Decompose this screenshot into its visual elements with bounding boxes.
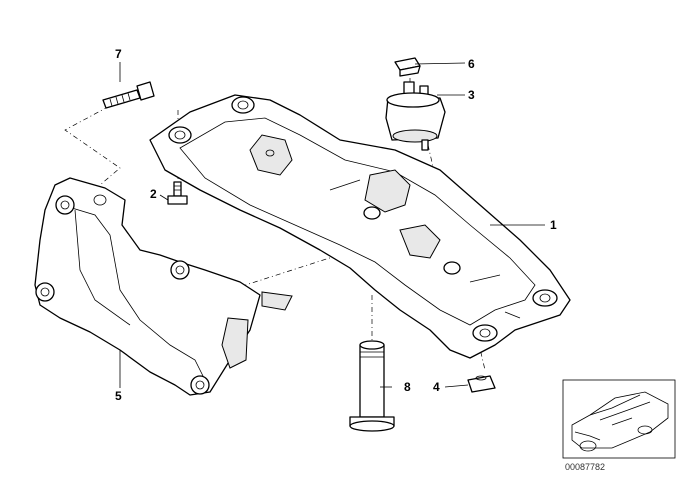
callout-2: 2: [150, 187, 157, 201]
reference-number: 00087782: [565, 462, 605, 472]
callout-6: 6: [468, 57, 475, 71]
crossmember-part: [149, 94, 571, 359]
callout-3: 3: [468, 88, 475, 102]
callout-1: 1: [550, 218, 557, 232]
callout-4: 4: [433, 380, 440, 394]
callout-8: 8: [404, 380, 411, 394]
bolt-7-part: [102, 81, 155, 109]
callout-5: 5: [115, 389, 122, 403]
car-thumbnail: [562, 379, 676, 459]
bracket-part: [34, 177, 293, 396]
leader-lines: [119, 62, 545, 388]
car-icon: [571, 391, 669, 452]
callout-7: 7: [115, 47, 122, 61]
nut-4-part: [467, 375, 496, 393]
bolt-2-part: [167, 181, 188, 205]
rubber-mount-part: [385, 81, 446, 151]
sleeve-part: [349, 340, 395, 432]
nut-6-part: [394, 57, 421, 77]
